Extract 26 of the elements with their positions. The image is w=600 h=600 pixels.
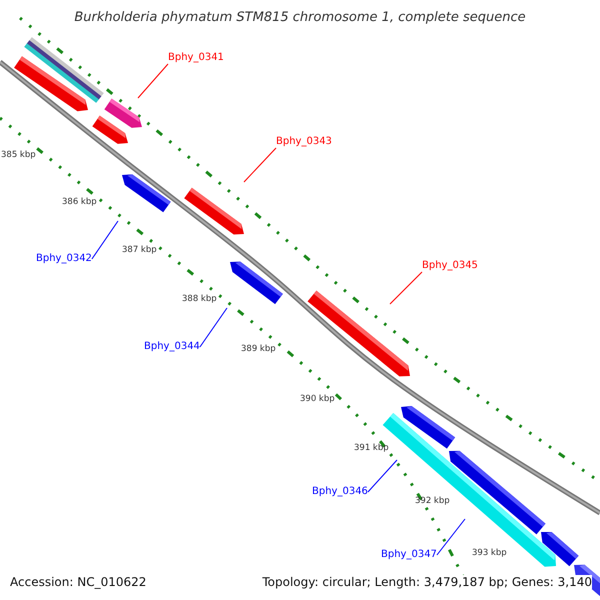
gene-name-label: Bphy_0347 xyxy=(381,549,437,561)
scale-label: 388 kbp xyxy=(182,294,217,304)
scale-label: 392 kbp xyxy=(415,496,450,506)
leader-line xyxy=(138,64,168,98)
scale-label: 385 kbp xyxy=(1,150,36,160)
scale-label: 390 kbp xyxy=(300,394,335,404)
gene-name-label: Bphy_0341 xyxy=(168,52,224,64)
leader-line xyxy=(244,148,276,182)
footer-text: Topology: circular; Length: 3,479,187 bp; Genes: 3,140 xyxy=(262,575,592,589)
scale-label: 391 kbp xyxy=(354,443,389,453)
scale-label: 393 kbp xyxy=(472,548,507,558)
leader-line xyxy=(367,460,398,492)
gene-name-label: Bphy_0342 xyxy=(36,253,92,265)
scale-label: 389 kbp xyxy=(241,344,276,354)
leader-line xyxy=(199,308,228,348)
footer-text: Accession: NC_010622 xyxy=(10,575,146,589)
leader-line xyxy=(436,518,466,556)
scale-label: 386 kbp xyxy=(62,197,97,207)
scale-label: 387 kbp xyxy=(122,245,157,255)
title: Burkholderia phymatum STM815 chromosome 1, complete sequence xyxy=(73,10,527,25)
gene-name-label: Bphy_0344 xyxy=(144,341,200,353)
gene-name-label: Bphy_0346 xyxy=(312,486,368,498)
gene-name-label: Bphy_0343 xyxy=(276,136,332,148)
leader-line xyxy=(91,220,118,260)
gene-name-label: Bphy_0345 xyxy=(422,260,478,272)
leader-line xyxy=(390,272,422,304)
